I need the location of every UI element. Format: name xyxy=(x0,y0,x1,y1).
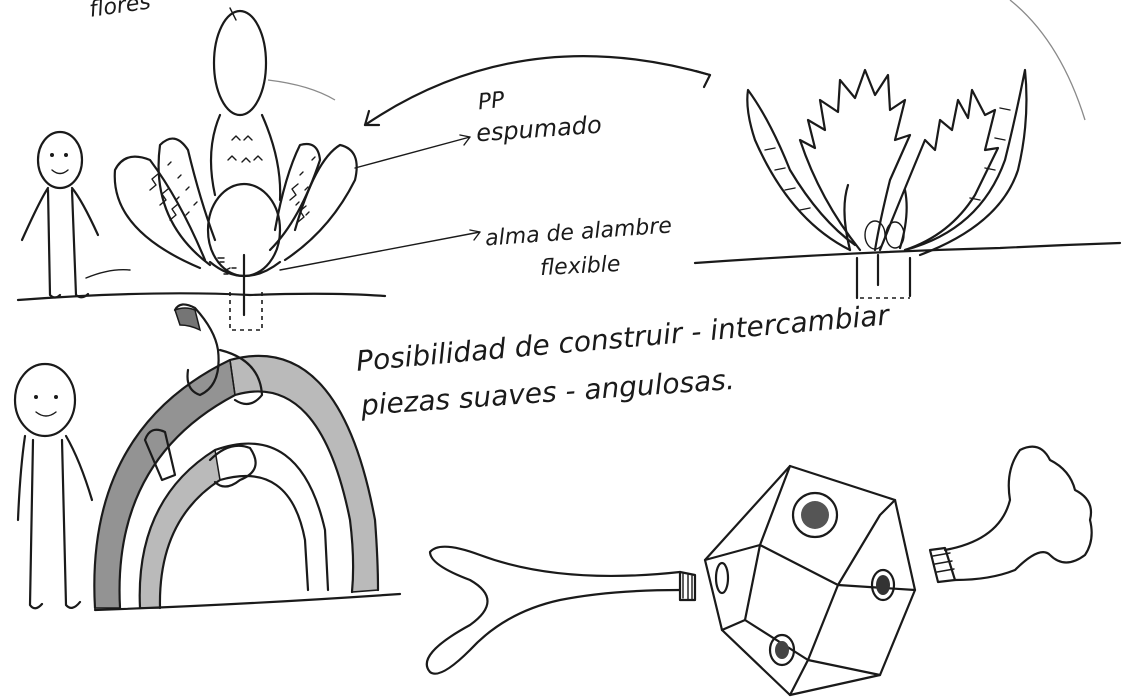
dodecahedron-piece xyxy=(705,466,915,695)
human-figure-small xyxy=(22,132,130,298)
flexible-label: flexible xyxy=(539,254,621,280)
arch-structure-sketch xyxy=(94,304,400,610)
espumado-pointer-arrow xyxy=(355,135,470,168)
human-figure-tall xyxy=(15,364,92,608)
bone-piece xyxy=(930,447,1092,582)
alma-pointer-arrow xyxy=(280,230,480,270)
flower-sketch xyxy=(18,8,385,330)
pp-label: PP xyxy=(477,90,506,115)
spiky-plant-sketch xyxy=(695,70,1120,298)
swap-arrow-right-head xyxy=(696,71,710,87)
faint-paper-curve xyxy=(1010,0,1085,120)
y-shaped-piece xyxy=(427,547,695,674)
